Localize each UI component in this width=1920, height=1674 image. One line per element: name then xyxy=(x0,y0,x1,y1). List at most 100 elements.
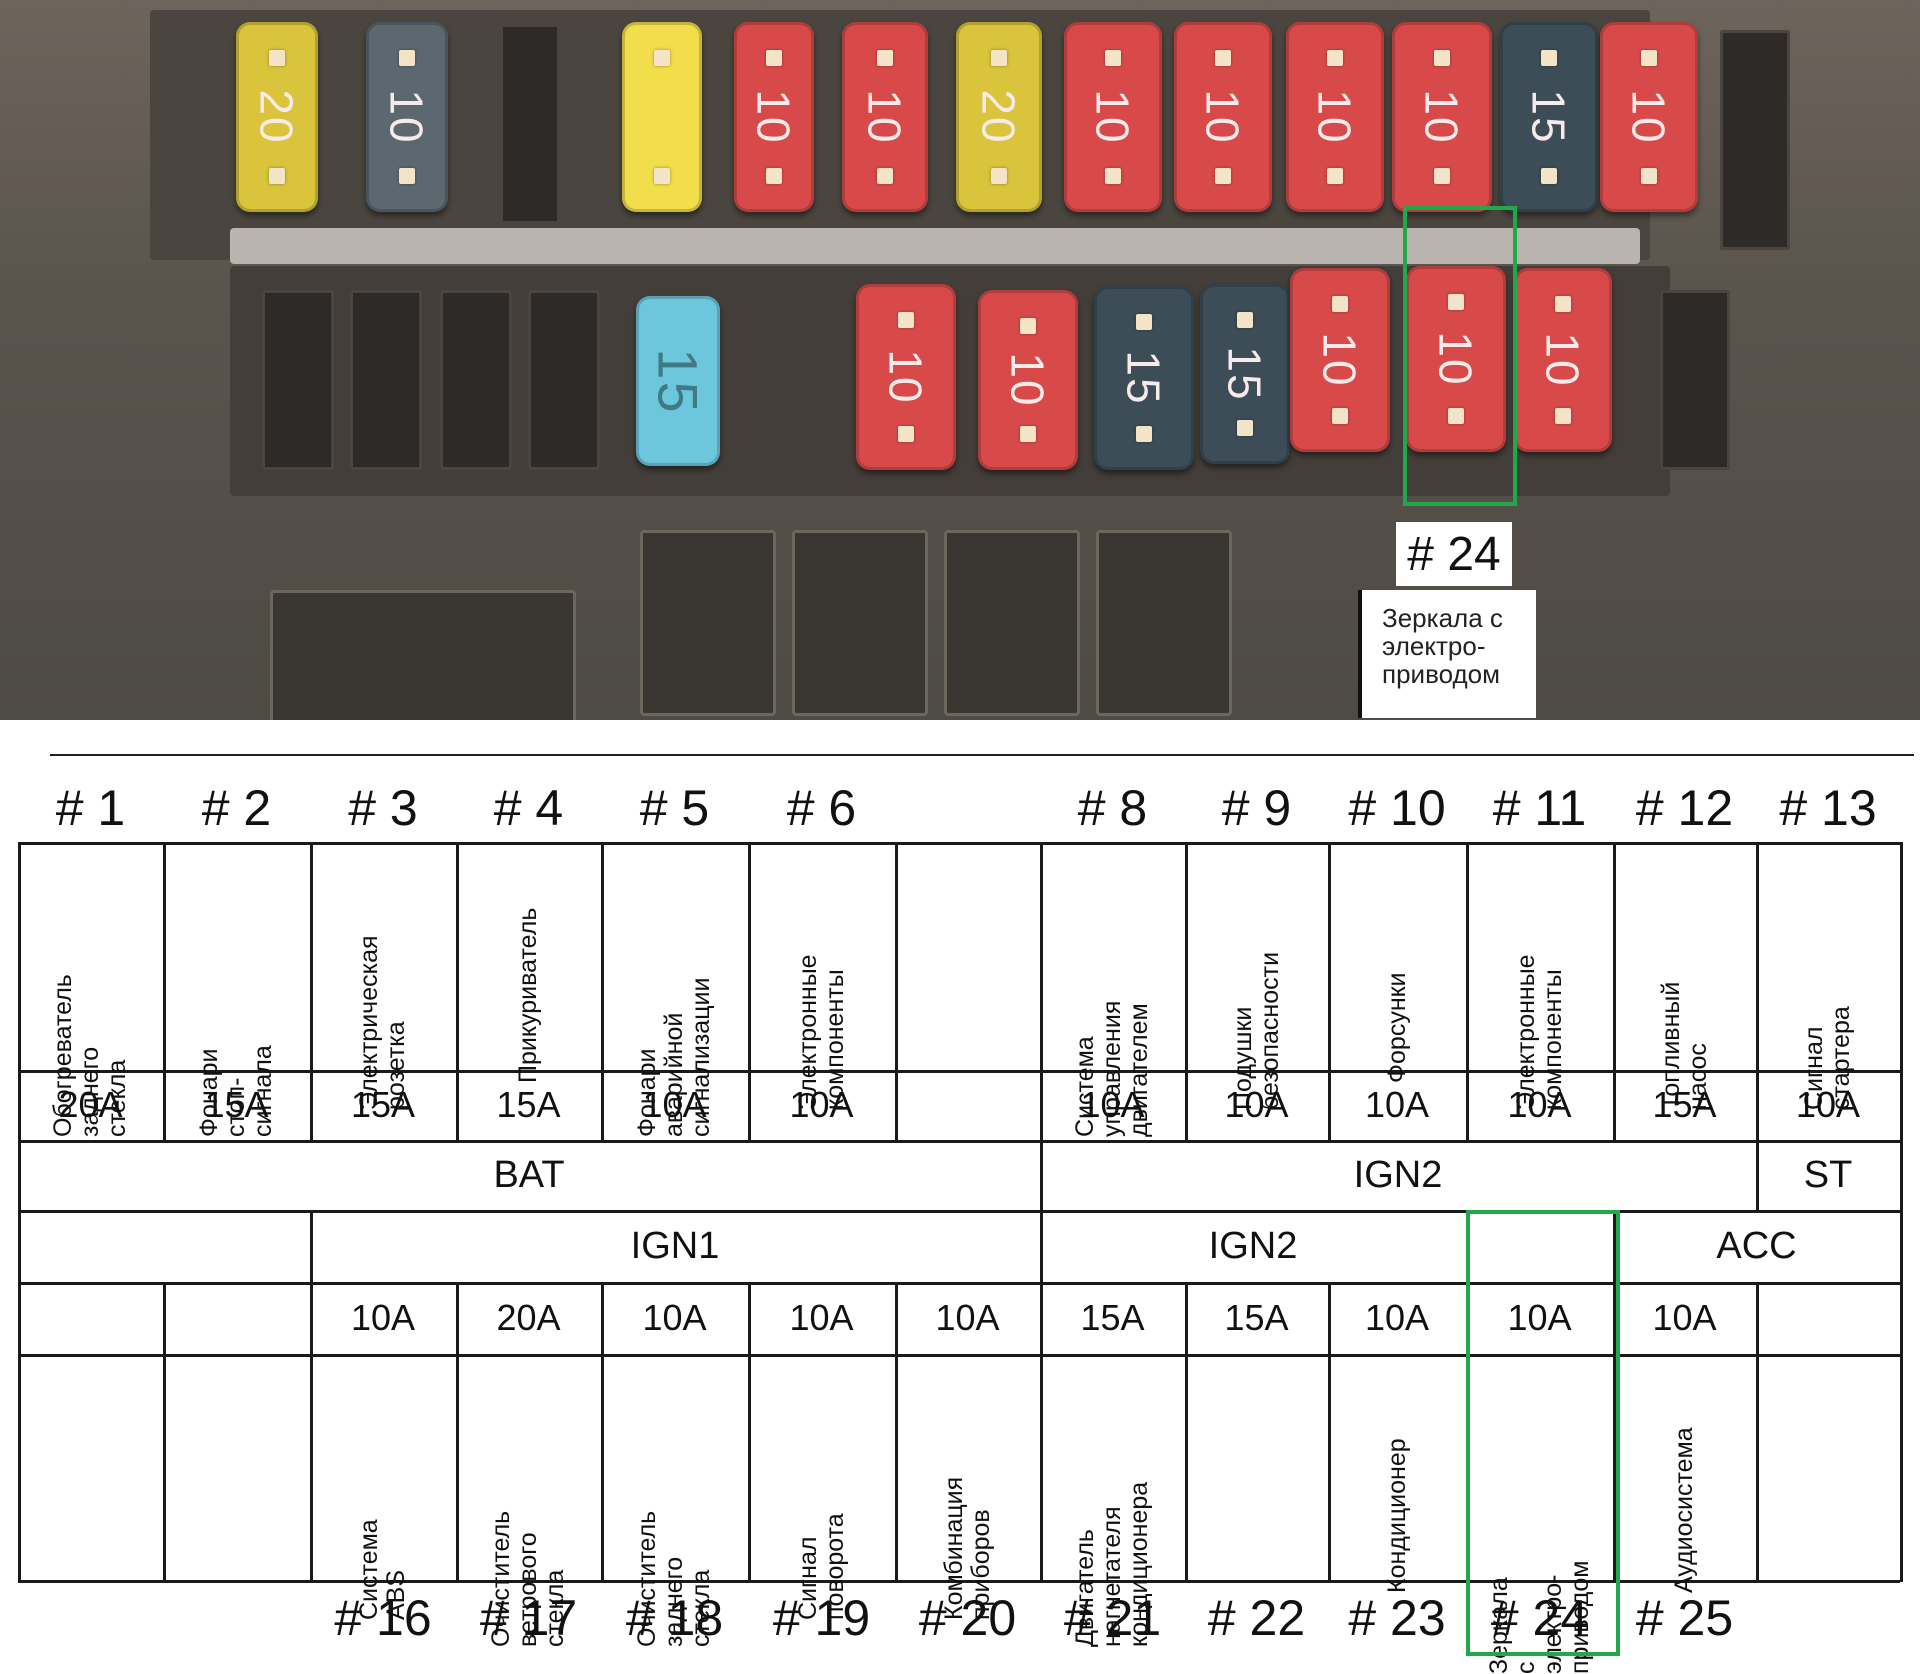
grid-line xyxy=(18,1282,1900,1285)
grid-line xyxy=(310,1210,313,1284)
fuse-rating: 15 xyxy=(1522,89,1575,145)
fuse-terminal xyxy=(1541,168,1557,184)
fuse-terminal xyxy=(1215,50,1231,66)
top-circuit-desc: Фонари стоп-сигнала xyxy=(163,842,310,1137)
fuse-rating: 15 xyxy=(646,347,710,415)
top-circuit-desc: Форсунки xyxy=(1328,842,1466,1083)
fuse-terminal xyxy=(1555,408,1571,424)
grid-line xyxy=(18,1140,21,1212)
top-circuit-desc-text: Прикуриватель xyxy=(514,907,542,1083)
power-source-band: IGN2 xyxy=(1353,1153,1443,1196)
fuse-rating: 10 xyxy=(858,89,911,145)
grid-line xyxy=(18,1580,1900,1583)
fuse-rating: 10 xyxy=(1415,89,1468,145)
grid-line xyxy=(1040,1210,1043,1284)
fuse-terminal xyxy=(1541,50,1557,66)
bottom-circuit-desc xyxy=(1756,1354,1900,1580)
fuse-terminal xyxy=(1237,312,1253,328)
fuse-terminal xyxy=(766,168,782,184)
grid-line xyxy=(1900,1140,1903,1212)
fuse-terminal xyxy=(1448,408,1464,424)
fuse-terminal xyxy=(654,50,670,66)
top-circuit-desc: Прикуриватель xyxy=(456,842,601,1083)
fuse-number-bottom: # 21 xyxy=(1063,1590,1162,1646)
fuse-24-table-highlight xyxy=(1466,1210,1620,1656)
top-circuit-desc: Система управления двигателем xyxy=(1040,842,1185,1137)
bottom-amp-rating: 15A xyxy=(1080,1297,1145,1338)
fuse-rating: 10 xyxy=(1196,89,1249,145)
fuse: 20 xyxy=(956,22,1042,212)
grid-line xyxy=(1900,1282,1903,1582)
top-amp-rating: 10A xyxy=(1224,1084,1289,1125)
fuse-terminal xyxy=(1332,408,1348,424)
fuse xyxy=(622,22,702,212)
grid-line xyxy=(1613,1282,1616,1582)
fuse-terminal xyxy=(1237,420,1253,436)
grid-line xyxy=(895,842,898,1142)
fuse-rating: 10 xyxy=(1622,89,1675,145)
grid-line xyxy=(1756,1140,1759,1212)
fuse-number-top: # 9 xyxy=(1221,780,1292,836)
bottom-circuit-desc: Очиститель ветрового стекла xyxy=(456,1354,601,1647)
fuse-rating: 10 xyxy=(747,89,800,145)
fuse: 10 xyxy=(1286,22,1384,212)
fuse: 10 xyxy=(842,22,928,212)
fuse-terminal xyxy=(877,50,893,66)
fuse-terminal xyxy=(654,168,670,184)
grid-line xyxy=(748,842,751,1142)
fuse-terminal xyxy=(399,50,415,66)
bottom-circuit-desc-text: Аудиосистема xyxy=(1670,1427,1698,1593)
fuse-number-bottom: # 22 xyxy=(1207,1590,1306,1646)
fuse: 10 xyxy=(1392,22,1492,212)
fuse-terminal xyxy=(898,312,914,328)
top-circuit-desc: Электронные компоненты xyxy=(748,842,895,1110)
fuse-rating: 10 xyxy=(1086,89,1139,145)
fuse: 10 xyxy=(1064,22,1162,212)
grid-line xyxy=(1613,1210,1616,1284)
bottom-circuit-desc: Система ABS xyxy=(310,1354,456,1620)
grid-line xyxy=(18,842,1900,845)
grid-line xyxy=(1328,842,1331,1142)
empty-slot xyxy=(1660,290,1730,470)
bottom-amp-rating: 10A xyxy=(350,1297,416,1338)
fuse: 15 xyxy=(1200,284,1290,464)
top-amp-rating: 15A xyxy=(350,1084,416,1125)
fuse-rating: 10 xyxy=(1313,332,1366,388)
grid-line xyxy=(1185,842,1188,1142)
power-source-band: ST xyxy=(1803,1153,1853,1196)
fuse-number-top: # 12 xyxy=(1635,780,1734,836)
grid-line xyxy=(601,842,604,1142)
fuse-terminal xyxy=(1105,168,1121,184)
grid-line xyxy=(18,842,21,1142)
bottom-circuit-desc xyxy=(18,1354,163,1580)
fuse-rating: 15 xyxy=(1218,346,1271,402)
relay-connector xyxy=(270,590,576,720)
bottom-amp-rating: 10A xyxy=(1652,1297,1717,1338)
fuse: 10 xyxy=(856,284,956,470)
bottom-amp-rating: 15A xyxy=(1224,1297,1289,1338)
fuse-number-top: # 6 xyxy=(786,780,857,836)
separator-line xyxy=(50,754,1914,756)
fuse-terminal xyxy=(991,50,1007,66)
relay xyxy=(1096,530,1232,716)
grid-line xyxy=(1040,1282,1043,1582)
top-amp-rating xyxy=(895,1070,1040,1140)
bottom-circuit-desc xyxy=(1185,1354,1328,1580)
fuse-terminal xyxy=(877,168,893,184)
fuse-rating: 20 xyxy=(972,89,1025,145)
top-amp-rating: 10A xyxy=(789,1084,854,1125)
fuse: 10 xyxy=(978,290,1078,470)
fuse-number-top: # 1 xyxy=(55,780,126,836)
fuse: 15 xyxy=(1094,286,1194,470)
grid-line xyxy=(18,1070,1900,1073)
top-circuit-desc: Сигнал стартера xyxy=(1756,842,1900,1110)
top-circuit-desc: Топливный насос xyxy=(1613,842,1756,1110)
fuse-24-tag: # 24 xyxy=(1396,522,1512,586)
empty-slot xyxy=(500,24,560,224)
bottom-circuit-desc: Аудиосистема xyxy=(1613,1354,1756,1593)
bottom-amp-rating xyxy=(18,1282,163,1354)
fuse: 10 xyxy=(366,22,448,212)
bottom-circuit-desc: Двигатель нагнетателя кондиционера xyxy=(1040,1354,1185,1647)
fuse-terminal xyxy=(1020,426,1036,442)
grid-line xyxy=(748,1282,751,1582)
